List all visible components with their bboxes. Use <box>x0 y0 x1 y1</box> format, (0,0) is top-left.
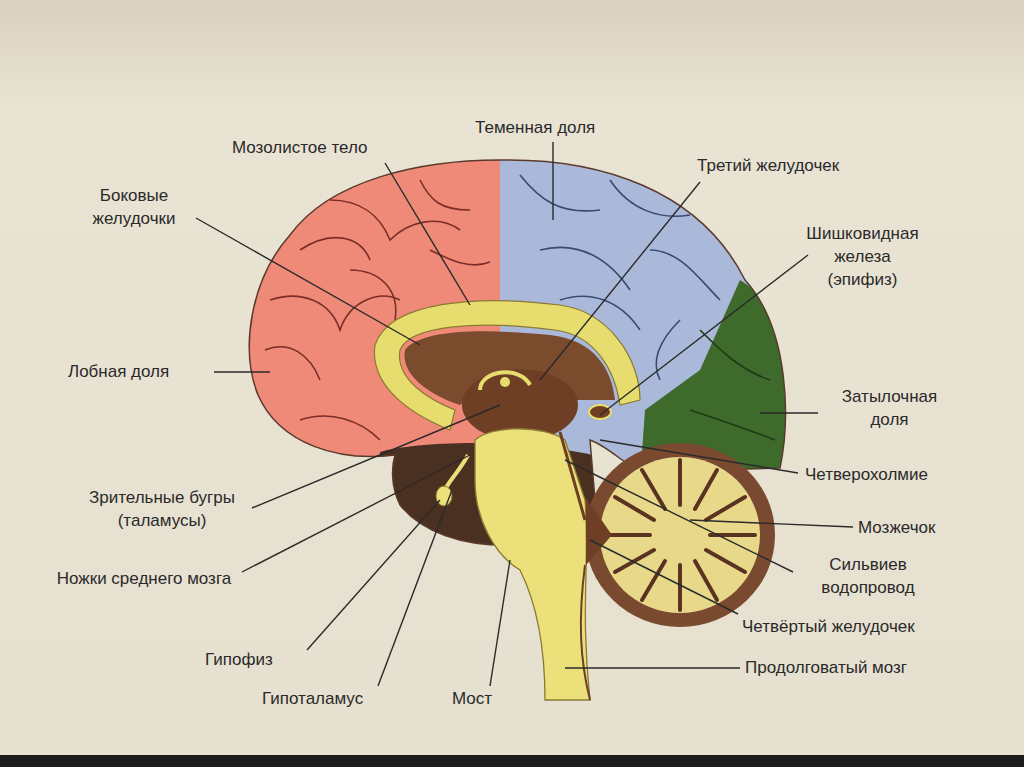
part-label: Мост <box>452 688 492 711</box>
part-label: Затылочная доля <box>822 386 957 432</box>
part-label: Лобная доля <box>68 361 169 384</box>
part-label: Мозжечок <box>858 517 935 540</box>
part-label: Сильвиев водопровод <box>798 554 938 600</box>
part-label: Мозолистое тело <box>232 137 368 160</box>
part-label: Продолговатый мозг <box>745 657 907 680</box>
part-label: Четверохолмие <box>805 464 928 487</box>
part-label: Четвёртый желудочек <box>742 616 915 639</box>
part-label: Третий желудочек <box>697 155 839 178</box>
part-label: Гипоталамус <box>262 688 363 711</box>
part-label: Зрительные бугры (таламусы) <box>72 487 252 533</box>
part-label: Гипофиз <box>205 649 273 672</box>
part-label: Боковые желудочки <box>70 185 198 231</box>
leader-lines <box>196 142 853 686</box>
part-label: Теменная доля <box>475 117 595 140</box>
part-label: Шишковидная железа (эпифиз) <box>800 223 925 292</box>
part-label: Ножки среднего мозга <box>50 568 238 591</box>
